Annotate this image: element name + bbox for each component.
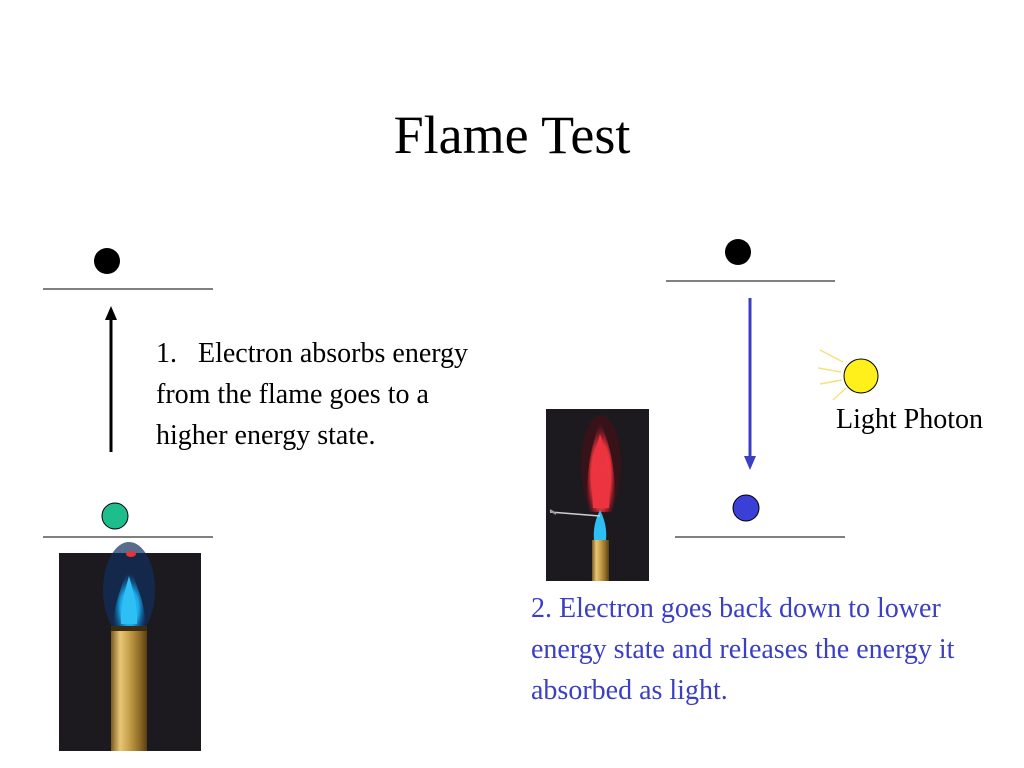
step1-number: 1. xyxy=(156,338,177,369)
slide-title: Flame Test xyxy=(393,105,631,165)
step1-text: Electron absorbs energy from the flame g… xyxy=(156,338,469,451)
light-photon-label: Light Photon xyxy=(836,404,984,435)
blue-flame-photo xyxy=(59,542,201,751)
red-flame-photo xyxy=(546,409,649,581)
step2-description: 2. Electron goes back down to lower ener… xyxy=(531,593,955,706)
right-ground-electron xyxy=(732,494,760,522)
left-excited-electron xyxy=(94,248,120,274)
arrow-up-icon xyxy=(105,306,117,452)
right-excited-electron xyxy=(725,239,751,265)
step1-description: 1. Electron absorbs energy from the flam… xyxy=(156,333,486,456)
sun-icon xyxy=(817,349,879,401)
arrow-down-icon xyxy=(744,298,756,470)
left-ground-electron xyxy=(101,502,129,530)
